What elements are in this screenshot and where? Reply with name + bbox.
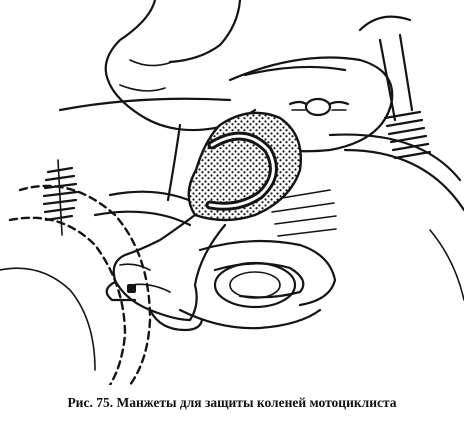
suspension-spring xyxy=(42,159,79,236)
figure-caption: Рис. 75. Манжеты для защиты коленей мото… xyxy=(67,395,397,410)
rear-wheel xyxy=(328,133,464,301)
fuel-tank xyxy=(58,56,394,153)
rider-boot xyxy=(105,213,227,332)
front-fork xyxy=(358,15,432,160)
knee-guard-illustration xyxy=(0,0,464,385)
knee-guard xyxy=(187,111,302,222)
